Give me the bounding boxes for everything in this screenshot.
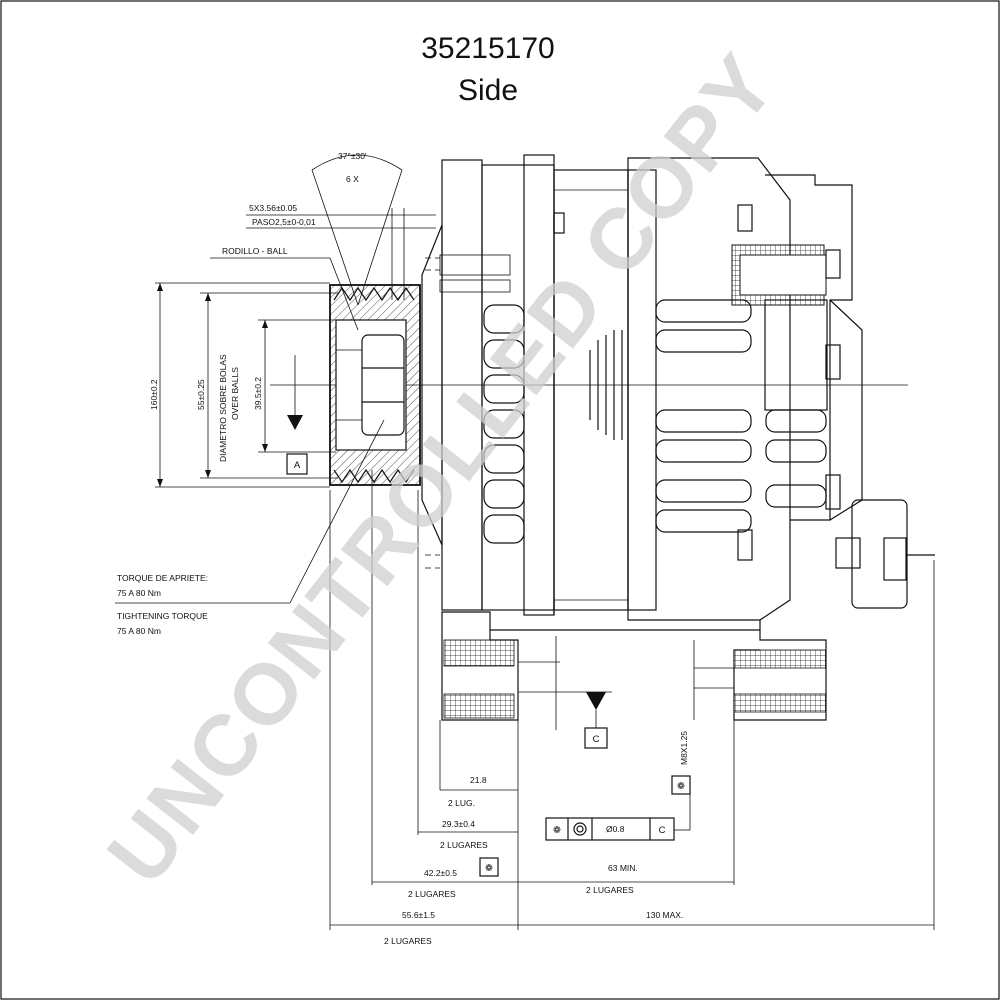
- datum-c-box: [584, 727, 608, 749]
- datum-a-label: A: [294, 460, 301, 471]
- alternator-body: [270, 154, 935, 721]
- datum-c-label: C: [593, 734, 600, 745]
- gdt-symbol-1: ❁: [677, 781, 685, 792]
- tol-diam-label: Ø0.8: [606, 824, 625, 834]
- dim-63-note: 2 LUGARES: [586, 885, 634, 895]
- tolerance-frame: [545, 817, 675, 841]
- stator-fins: [589, 330, 623, 440]
- torque-en-title: TIGHTENING TORQUE: [117, 611, 208, 621]
- dim-63-label: 63 MIN.: [608, 863, 638, 873]
- tol-datum-label: C: [659, 825, 666, 836]
- pulley: [329, 284, 421, 486]
- torque-es-value: 75 A 80 Nm: [117, 588, 161, 598]
- thread-label: M8X1.25: [679, 731, 689, 765]
- rear-housing-slots: [655, 299, 827, 533]
- dim-130-label: 130 MAX.: [646, 910, 683, 920]
- groove-pitch-label: 5X3.56±0.05: [249, 203, 297, 213]
- datum-a-box: [286, 453, 308, 475]
- dim-21-label: 21.8: [470, 775, 487, 785]
- gdt-symbol-3: ❁: [553, 825, 561, 836]
- grooves-label: 6 X: [346, 174, 359, 184]
- view-title: Side: [458, 74, 518, 107]
- dim-29-label: 29.3±0.4: [442, 819, 475, 829]
- bearing-label: RODILLO - BALL: [222, 246, 288, 256]
- gdt-symbol-2: ❁: [485, 863, 493, 874]
- pulley-dimensions: [115, 154, 436, 604]
- torque-en-value: 75 A 80 Nm: [117, 626, 161, 636]
- front-housing-slots: [483, 304, 525, 544]
- over-balls-en-label: OVER BALLS: [230, 367, 240, 420]
- dim-21-note: 2 LUG.: [448, 798, 475, 808]
- dim-55-label: 55±0.25: [196, 379, 206, 410]
- dim-55-label-bottom: 55.6±1.5: [402, 910, 435, 920]
- pitch-label: PASO2,5±0-0,01: [252, 217, 316, 227]
- dim-39-label: 39.5±0.2: [253, 377, 263, 410]
- dim-29-note: 2 LUGARES: [440, 840, 488, 850]
- dim-160-label: 160±0.2: [149, 379, 159, 410]
- part-number-title: 35215170: [421, 32, 554, 65]
- dim-42-label: 42.2±0.5: [424, 868, 457, 878]
- torque-es-title: TORQUE DE APRIETE:: [117, 573, 208, 583]
- angle-label: 37°±30': [338, 151, 367, 161]
- over-balls-es-label: DIAMETRO SOBRE BOLAS: [218, 354, 228, 462]
- bottom-dimensions: [329, 470, 935, 930]
- dim-42-note: 2 LUGARES: [408, 889, 456, 899]
- dim-55-note: 2 LUGARES: [384, 936, 432, 946]
